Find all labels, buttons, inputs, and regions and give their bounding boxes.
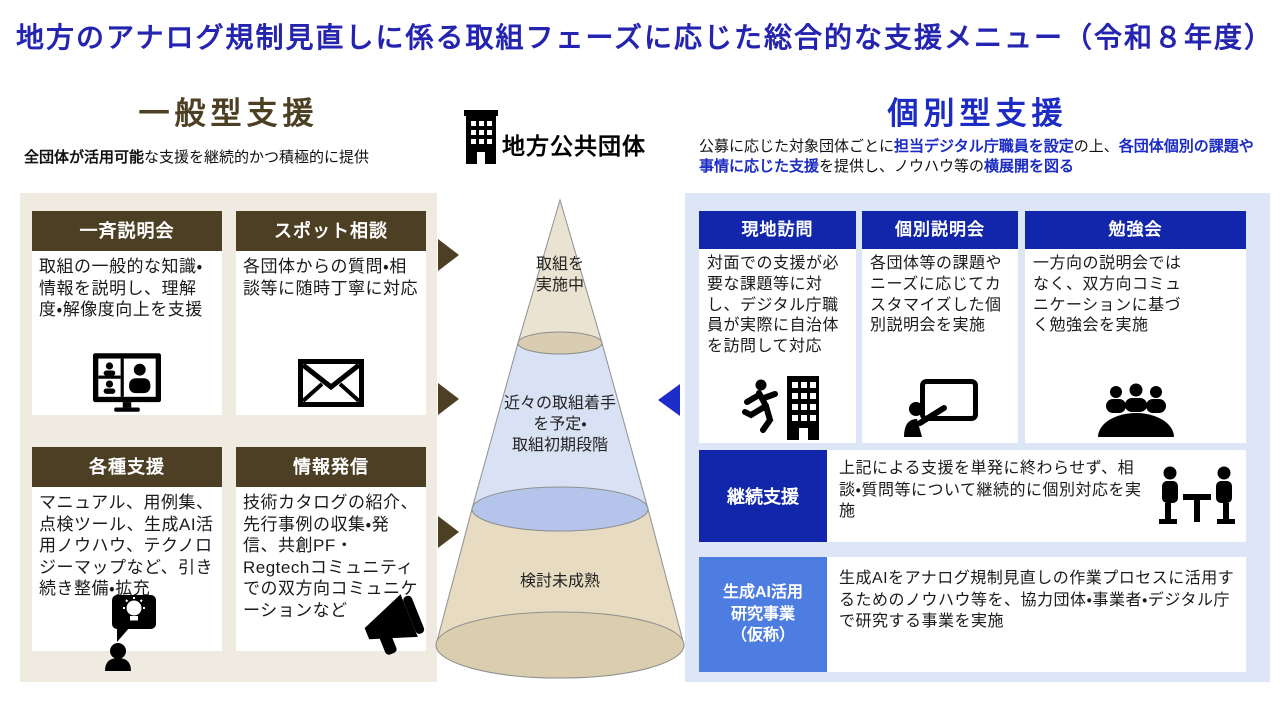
- site-visit-icon: [737, 374, 821, 440]
- box-information-dissemination-body: 技術カタログの紹介、先行事例の収集・発信、共創PF・Regtechコミュニティで…: [243, 493, 418, 620]
- megaphone-icon: [354, 593, 434, 659]
- box-study-session-title: 勉強会: [1025, 211, 1246, 249]
- meeting-icon: [1157, 464, 1237, 528]
- box-information-dissemination: 情報発信 技術カタログの紹介、先行事例の収集・発信、共創PF・Regtechコミ…: [236, 447, 426, 655]
- box-site-visit-title: 現地訪問: [699, 211, 856, 249]
- row-continuous-support-title: 継続支援: [699, 450, 827, 542]
- box-individual-briefing-body: 各団体等の課題やニーズに応じてカスタマイズした個別説明会を実施: [870, 255, 1003, 335]
- individual-support-arrow-icon: [658, 384, 680, 416]
- phase-funnel: [430, 193, 690, 685]
- box-information-dissemination-title: 情報発信: [236, 447, 426, 487]
- general-support-arrow-top-icon: [438, 239, 459, 271]
- row-continuous-support-body: 上記による支援を単発に終わらせず、相談・質問等について継続的に個別対応を実施: [839, 460, 1142, 521]
- general-support-arrow-middle-icon: [438, 383, 459, 415]
- box-spot-consultation-body: 各団体からの質問・相談等に随時丁寧に対応: [243, 257, 418, 298]
- page-title: 地方のアナログ規制見直しに係る取組フェーズに応じた総合的な支援メニュー（令和８年…: [16, 22, 1275, 53]
- municipalities-heading: 地方公共団体: [502, 133, 646, 159]
- box-briefing-session: 一斉説明会 取組の一般的な知識・情報を説明し、理解度・解像度向上を支援: [32, 211, 222, 415]
- phase-starting-soon-label: 近々の取組着手 を予定・ 取組初期段階: [503, 395, 616, 454]
- individual-support-heading: 個別型支援: [887, 96, 1068, 131]
- study-group-icon: [1097, 383, 1175, 437]
- box-various-support: 各種支援 マニュアル、用例集、点検ツール、生成AI活用ノウハウ、テクノロジーマッ…: [32, 447, 222, 671]
- box-various-support-title: 各種支援: [32, 447, 222, 487]
- individual-support-panel: 現地訪問 対面での支援が必要な課題等に対し、デジタル庁職員が実際に自治体を訪問し…: [685, 193, 1270, 682]
- general-support-subtitle: 全団体が活用可能な支援を継続的かつ積極的に提供: [24, 149, 370, 166]
- box-site-visit-body: 対面での支援が必要な課題等に対し、デジタル庁職員が実際に自治体を訪問して対応: [707, 255, 840, 356]
- row-continuous-support: 継続支援 上記による支援を単発に終わらせず、相談・質問等について継続的に個別対応…: [699, 450, 1246, 542]
- box-briefing-session-body: 取組の一般的な知識・情報を説明し、理解度・解像度向上を支援: [39, 257, 203, 320]
- box-individual-briefing: 個別説明会 各団体等の課題やニーズに応じてカスタマイズした個別説明会を実施: [862, 211, 1018, 443]
- box-site-visit: 現地訪問 対面での支援が必要な課題等に対し、デジタル庁職員が実際に自治体を訪問し…: [699, 211, 856, 443]
- box-study-session-body: 一方向の説明会ではなく、双方向コミュニケーションに基づく勉強会を実施: [1033, 255, 1182, 335]
- general-support-heading: 一般型支援: [138, 96, 319, 131]
- envelope-icon: [298, 359, 364, 407]
- video-call-icon: [93, 353, 161, 413]
- row-genai-research: 生成AI活用 研究事業 （仮称） 生成AIをアナログ規制見直しの作業プロセスに活…: [699, 557, 1246, 672]
- general-support-arrow-bottom-icon: [438, 516, 459, 548]
- box-spot-consultation: スポット相談 各団体からの質問・相談等に随時丁寧に対応: [236, 211, 426, 415]
- phase-implementing-label: 取組を 実施中: [535, 256, 584, 294]
- box-spot-consultation-title: スポット相談: [236, 211, 426, 251]
- presentation-icon: [904, 379, 978, 437]
- individual-support-subtitle: 公募に応じた対象団体ごとに担当デジタル庁職員を設定の上、各団体個別の課題や事情に…: [699, 138, 1254, 176]
- phase-immature-label: 検討未成熟: [519, 573, 600, 590]
- box-various-support-body: マニュアル、用例集、点検ツール、生成AI活用ノウハウ、テクノロジーマップなど、引…: [39, 493, 214, 599]
- building-icon: [464, 110, 498, 164]
- box-study-session: 勉強会 一方向の説明会ではなく、双方向コミュニケーションに基づく勉強会を実施: [1025, 211, 1246, 443]
- row-genai-research-body: 生成AIをアナログ規制見直しの作業プロセスに活用するためのノウハウ等を、協力団体…: [839, 570, 1235, 631]
- row-genai-research-title: 生成AI活用 研究事業 （仮称）: [699, 557, 827, 672]
- box-individual-briefing-title: 個別説明会: [862, 211, 1018, 249]
- general-support-panel: 一斉説明会 取組の一般的な知識・情報を説明し、理解度・解像度向上を支援 スポット…: [20, 193, 437, 682]
- idea-person-icon: [104, 595, 158, 671]
- box-briefing-session-title: 一斉説明会: [32, 211, 222, 251]
